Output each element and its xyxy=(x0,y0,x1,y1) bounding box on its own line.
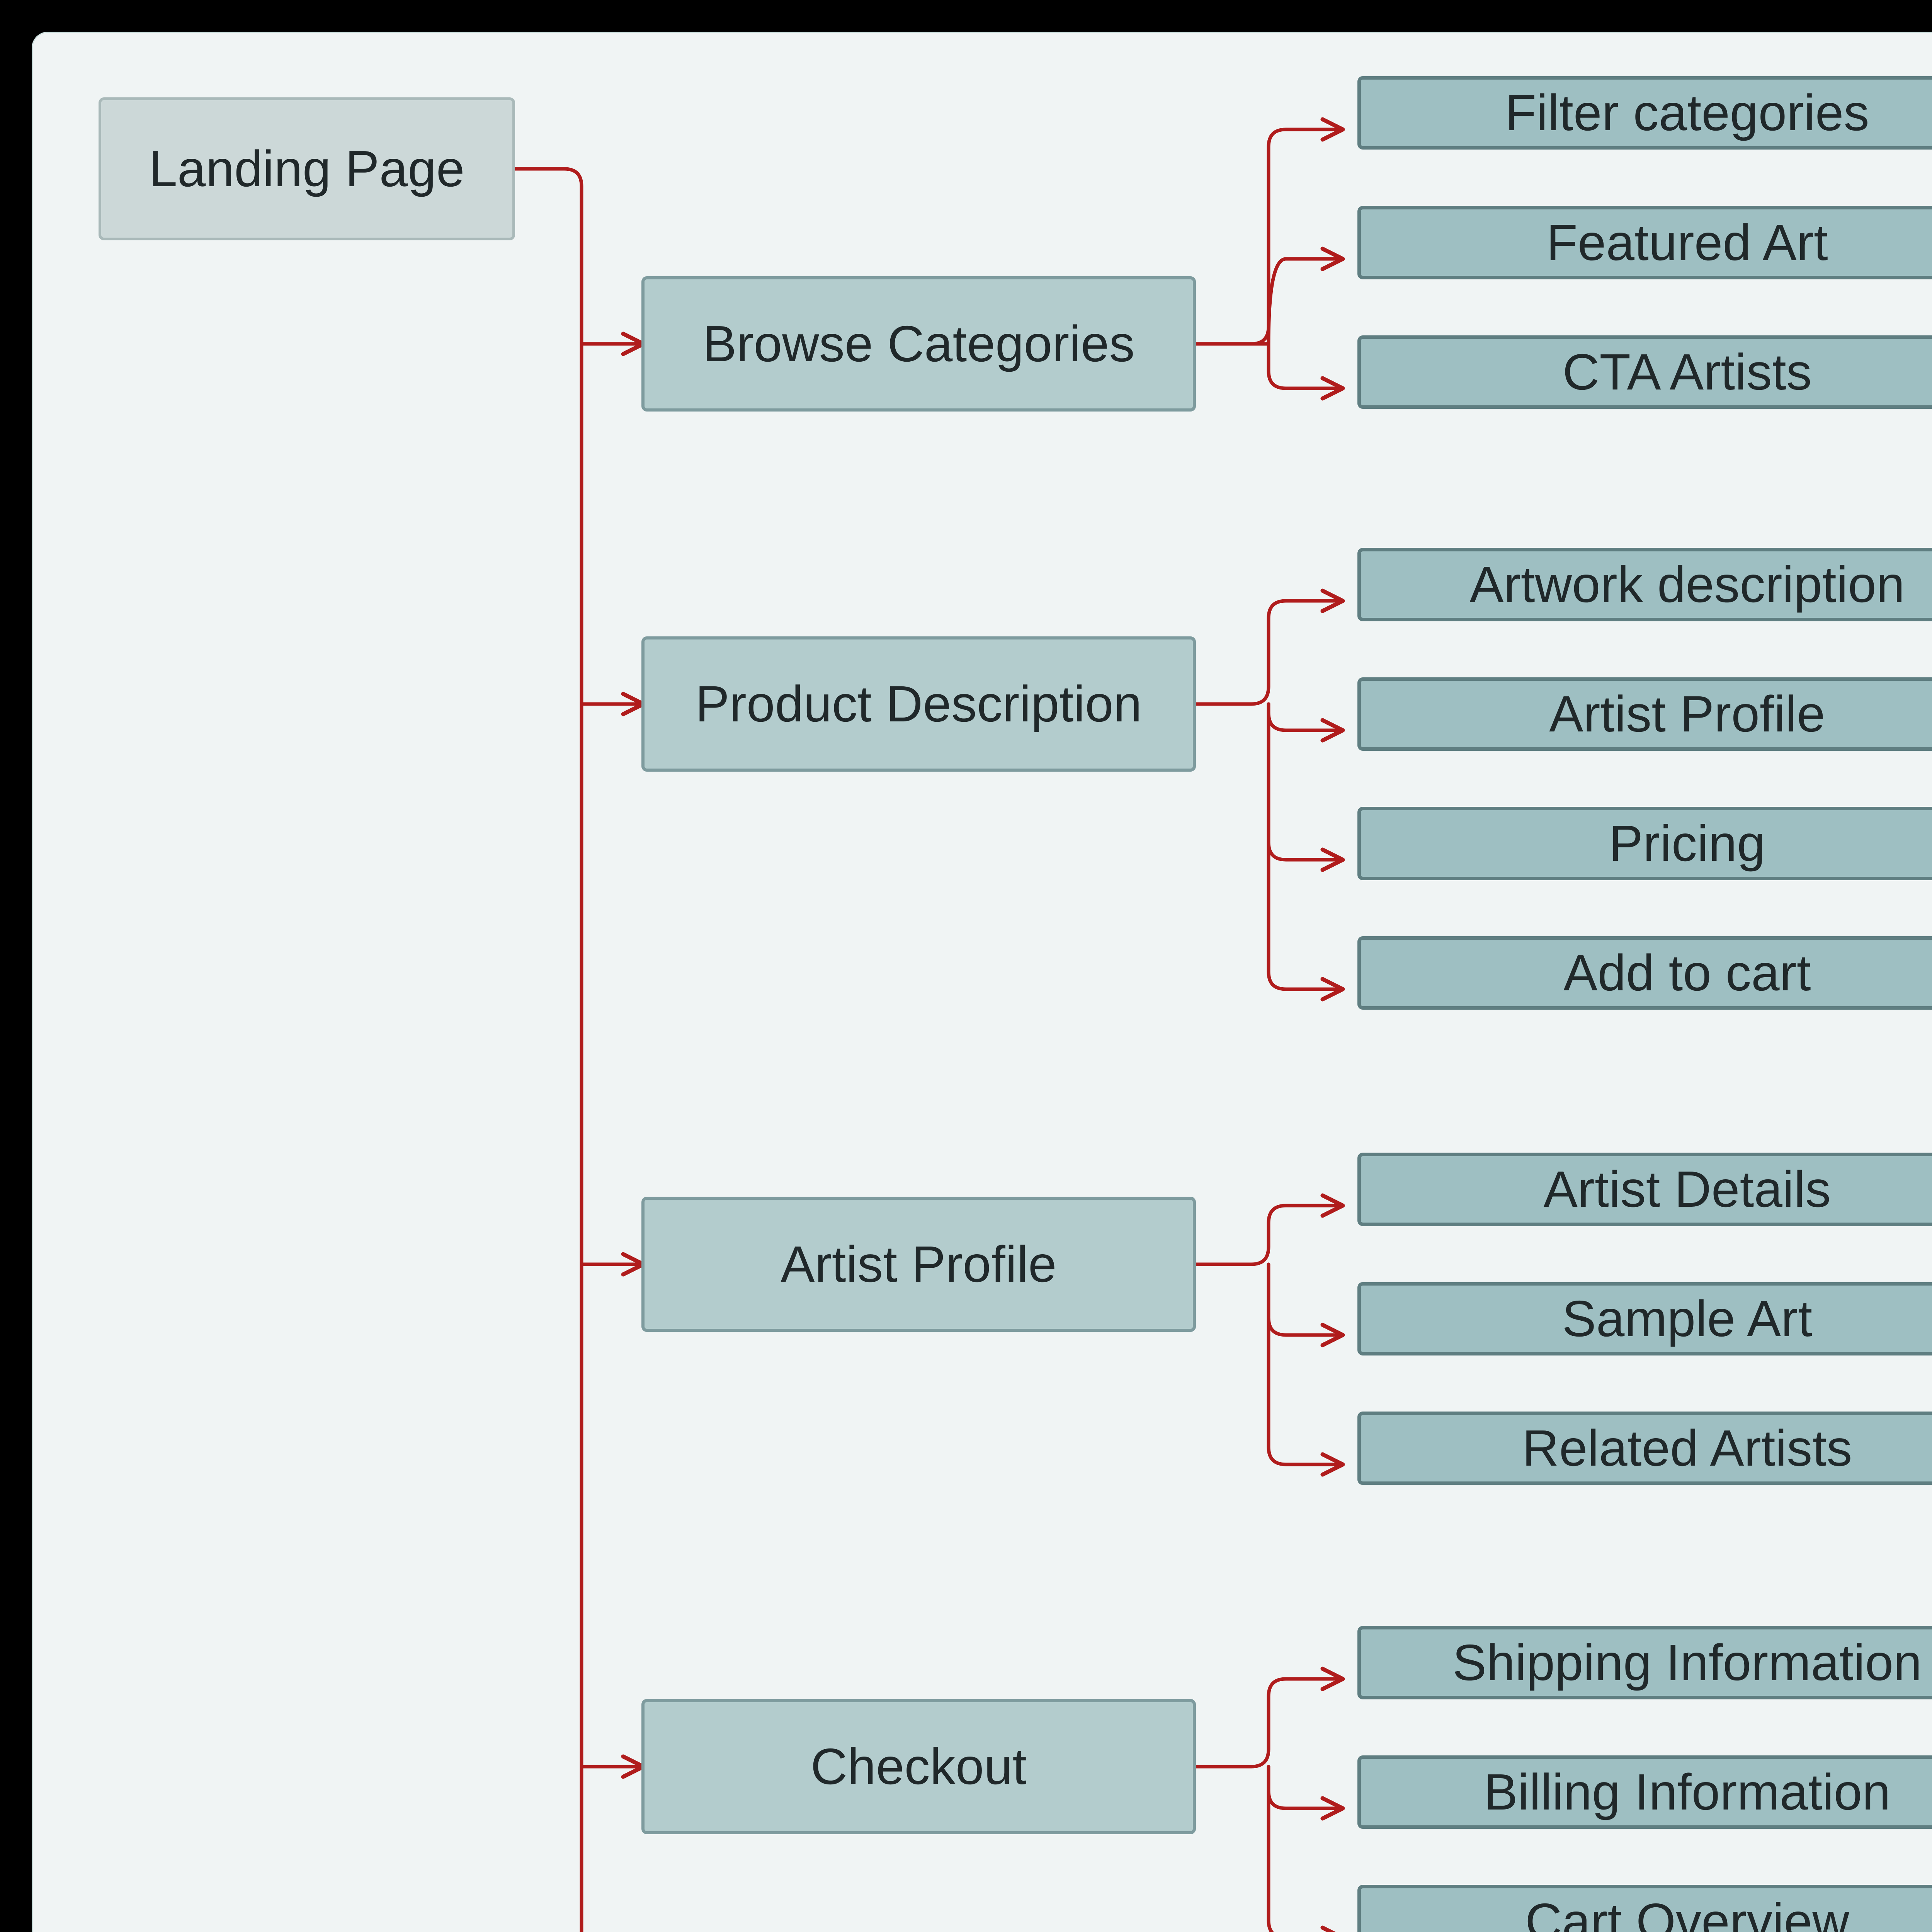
node-sample-art[interactable]: Sample Art xyxy=(1357,1282,1932,1355)
node-browse-categories[interactable]: Browse Categories xyxy=(641,276,1196,412)
node-related-artists[interactable]: Related Artists xyxy=(1357,1412,1932,1485)
node-cart-overview[interactable]: Cart Overview xyxy=(1357,1885,1932,1932)
node-label: Billing Information xyxy=(1484,1763,1891,1820)
node-artwork-description[interactable]: Artwork description xyxy=(1357,548,1932,621)
node-label: Sample Art xyxy=(1562,1290,1813,1347)
node-label: Related Artists xyxy=(1522,1419,1852,1476)
node-checkout[interactable]: Checkout xyxy=(641,1699,1196,1834)
node-label: Featured Art xyxy=(1546,214,1828,271)
node-label: Add to cart xyxy=(1563,944,1811,1001)
node-label: Pricing xyxy=(1609,815,1765,872)
node-label: Cart Overview xyxy=(1525,1893,1849,1932)
node-billing-information[interactable]: Billing Information xyxy=(1357,1755,1932,1829)
node-shipping-information[interactable]: Shipping Information xyxy=(1357,1626,1932,1699)
node-add-to-cart[interactable]: Add to cart xyxy=(1357,936,1932,1010)
node-label: Checkout xyxy=(810,1738,1027,1795)
node-label: Filter categories xyxy=(1505,84,1869,141)
node-landing-page[interactable]: Landing Page xyxy=(99,97,515,240)
node-featured-art[interactable]: Featured Art xyxy=(1357,206,1932,279)
node-label: Browse Categories xyxy=(702,315,1135,372)
node-product-description[interactable]: Product Description xyxy=(641,636,1196,772)
node-artist-profile-sub[interactable]: Artist Profile xyxy=(1357,677,1932,751)
node-label: Artist Profile xyxy=(781,1235,1057,1293)
node-filter-categories[interactable]: Filter categories xyxy=(1357,76,1932,150)
node-label: Artist Profile xyxy=(1549,685,1825,742)
node-pricing[interactable]: Pricing xyxy=(1357,807,1932,880)
node-cta-artists[interactable]: CTA Artists xyxy=(1357,335,1932,409)
node-label: Landing Page xyxy=(149,140,465,197)
node-label: Artist Details xyxy=(1543,1160,1831,1218)
node-label: Product Description xyxy=(695,675,1142,732)
node-label: CTA Artists xyxy=(1562,343,1812,400)
node-label: Artwork description xyxy=(1469,556,1905,613)
node-artist-details[interactable]: Artist Details xyxy=(1357,1153,1932,1226)
node-label: Shipping Information xyxy=(1452,1634,1922,1691)
node-artist-profile[interactable]: Artist Profile xyxy=(641,1197,1196,1332)
